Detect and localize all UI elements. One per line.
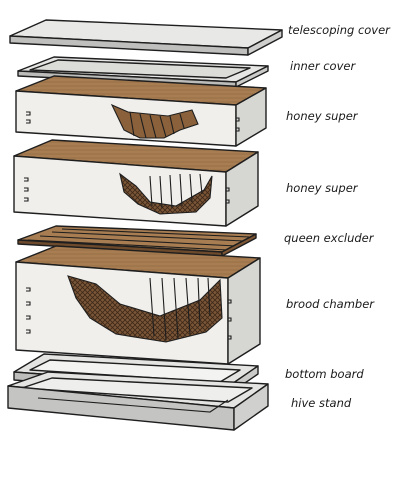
honey-super-lower-cutaway [119,172,213,215]
honey-super-lower [13,139,259,227]
brood-chamber-cutaway [67,275,223,343]
hive-stand [7,371,269,431]
label-honey-super-lower: honey super [286,181,359,195]
inner-cover [17,56,269,88]
label-telescoping-cover: telescoping cover [288,23,391,37]
label-brood-chamber: brood chamber [286,297,375,311]
brood-chamber [15,245,261,365]
honey-super-upper [15,75,267,147]
label-hive-stand: hive stand [291,396,352,410]
label-bottom-board: bottom board [285,367,364,381]
label-honey-super-upper: honey super [286,109,359,123]
telescoping-cover [9,19,283,56]
label-queen-excluder: queen excluder [284,231,375,245]
label-inner-cover: inner cover [290,59,356,73]
